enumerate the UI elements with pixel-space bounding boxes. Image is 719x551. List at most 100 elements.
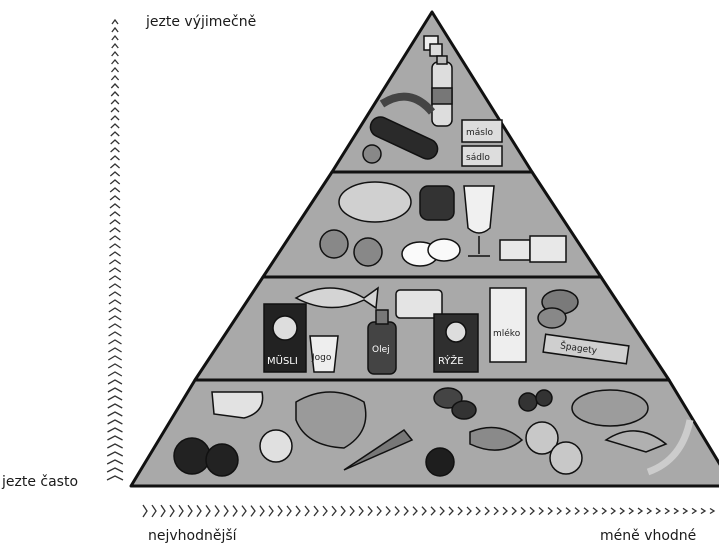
chevron-right-icon bbox=[692, 508, 696, 513]
chevron-right-icon bbox=[638, 508, 642, 514]
chevron-up-icon bbox=[111, 92, 119, 96]
chevron-right-icon bbox=[683, 508, 687, 513]
cheese-icon bbox=[500, 240, 530, 260]
chevron-up-icon bbox=[111, 108, 119, 112]
chevron-right-icon bbox=[152, 505, 156, 517]
chevron-right-icon bbox=[143, 505, 147, 517]
chevron-right-icon bbox=[710, 509, 714, 514]
chevron-right-icon bbox=[341, 506, 345, 516]
muesli-box-icon: MÜSLI bbox=[264, 304, 306, 372]
chevron-right-icon bbox=[503, 507, 507, 515]
chevron-right-icon bbox=[584, 508, 588, 515]
chevron-up-icon bbox=[111, 156, 120, 160]
chevron-right-icon bbox=[314, 506, 318, 516]
chevron-right-icon bbox=[413, 507, 417, 516]
chevron-right-icon bbox=[350, 506, 354, 515]
chevron-right-icon bbox=[224, 506, 228, 517]
chevron-right-icon bbox=[665, 508, 669, 514]
svg-text:mléko: mléko bbox=[493, 328, 521, 339]
chevron-right-icon bbox=[530, 507, 534, 514]
svg-text:Olej: Olej bbox=[372, 345, 390, 355]
chevron-right-icon bbox=[161, 505, 165, 517]
chevron-up-icon bbox=[111, 76, 118, 80]
chevron-right-icon bbox=[404, 507, 408, 516]
candy-icon bbox=[363, 145, 381, 163]
chevron-right-icon bbox=[602, 508, 606, 514]
chevron-right-icon bbox=[476, 507, 480, 515]
chevron-right-icon bbox=[269, 506, 273, 516]
chevron-up-icon bbox=[111, 84, 118, 88]
chevron-up-icon bbox=[110, 220, 120, 224]
chevron-up-icon bbox=[112, 52, 119, 56]
chevron-up-icon bbox=[111, 100, 119, 104]
chevron-right-icon bbox=[629, 508, 633, 514]
lard-package-icon: sádlo bbox=[462, 146, 502, 166]
milk-carton-icon: mléko bbox=[490, 288, 526, 362]
chevron-up-icon bbox=[112, 28, 118, 32]
chevron-right-icon bbox=[611, 508, 615, 514]
chevron-right-icon bbox=[575, 508, 579, 515]
chevron-up-icon bbox=[108, 356, 121, 360]
suitability-arrow bbox=[143, 505, 714, 517]
chevron-right-icon bbox=[395, 507, 399, 516]
chevron-up-icon bbox=[111, 116, 119, 120]
label-less-suitable: méně vhodné bbox=[600, 528, 696, 544]
chevron-up-icon bbox=[107, 476, 123, 480]
chevron-up-icon bbox=[109, 292, 121, 296]
chevron-right-icon bbox=[170, 505, 174, 517]
chevron-up-icon bbox=[108, 380, 122, 384]
chevron-up-icon bbox=[110, 196, 120, 200]
chevron-right-icon bbox=[521, 507, 525, 514]
chevron-right-icon bbox=[512, 507, 516, 514]
chevron-right-icon bbox=[242, 506, 246, 517]
chevron-up-icon bbox=[109, 252, 120, 256]
chevron-right-icon bbox=[431, 507, 435, 515]
chevron-up-icon bbox=[111, 68, 118, 72]
svg-text:Jogo: Jogo bbox=[311, 353, 332, 363]
chevron-up-icon bbox=[108, 404, 122, 408]
chevron-up-icon bbox=[112, 44, 119, 48]
label-most-suitable: nejvhodnější bbox=[148, 528, 237, 544]
chevron-up-icon bbox=[111, 124, 119, 128]
label-eat-often: jezte často bbox=[2, 474, 78, 490]
chevron-up-icon bbox=[110, 204, 120, 208]
chevron-right-icon bbox=[233, 506, 237, 517]
chevron-right-icon bbox=[215, 505, 219, 516]
chevron-up-icon bbox=[109, 316, 121, 320]
chevron-right-icon bbox=[485, 507, 489, 515]
chevron-up-icon bbox=[107, 468, 123, 472]
cauliflower-icon bbox=[260, 430, 292, 462]
chevron-right-icon bbox=[386, 507, 390, 516]
wine-glass-icon bbox=[464, 186, 494, 233]
chevron-right-icon bbox=[305, 506, 309, 516]
chevron-right-icon bbox=[287, 506, 291, 516]
chevron-up-icon bbox=[108, 372, 122, 376]
chevron-up-icon bbox=[108, 348, 121, 352]
chevron-right-icon bbox=[359, 506, 363, 515]
chevron-right-icon bbox=[440, 507, 444, 515]
chevron-right-icon bbox=[467, 507, 471, 515]
chevron-up-icon bbox=[108, 420, 123, 424]
chevron-right-icon bbox=[368, 506, 372, 515]
chevron-right-icon bbox=[701, 508, 705, 513]
svg-text:MÜSLI: MÜSLI bbox=[267, 354, 298, 367]
chevron-up-icon bbox=[110, 172, 119, 176]
chevron-up-icon bbox=[111, 132, 119, 136]
chevron-up-icon bbox=[110, 228, 121, 232]
bread-loaf-icon bbox=[572, 390, 648, 426]
chevron-up-icon bbox=[110, 236, 121, 240]
chevron-right-icon bbox=[251, 506, 255, 517]
chevron-right-icon bbox=[188, 505, 192, 516]
chevron-up-icon bbox=[108, 396, 122, 400]
chevron-up-icon bbox=[110, 212, 120, 216]
chevron-right-icon bbox=[494, 507, 498, 515]
chevron-right-icon bbox=[332, 506, 336, 516]
berries-icon bbox=[519, 393, 537, 411]
chevron-up-icon bbox=[109, 284, 121, 288]
chevron-up-icon bbox=[109, 300, 121, 304]
chevron-right-icon bbox=[539, 507, 543, 514]
chevron-right-icon bbox=[548, 508, 552, 515]
chevron-up-icon bbox=[108, 428, 123, 432]
chevron-right-icon bbox=[647, 508, 651, 514]
